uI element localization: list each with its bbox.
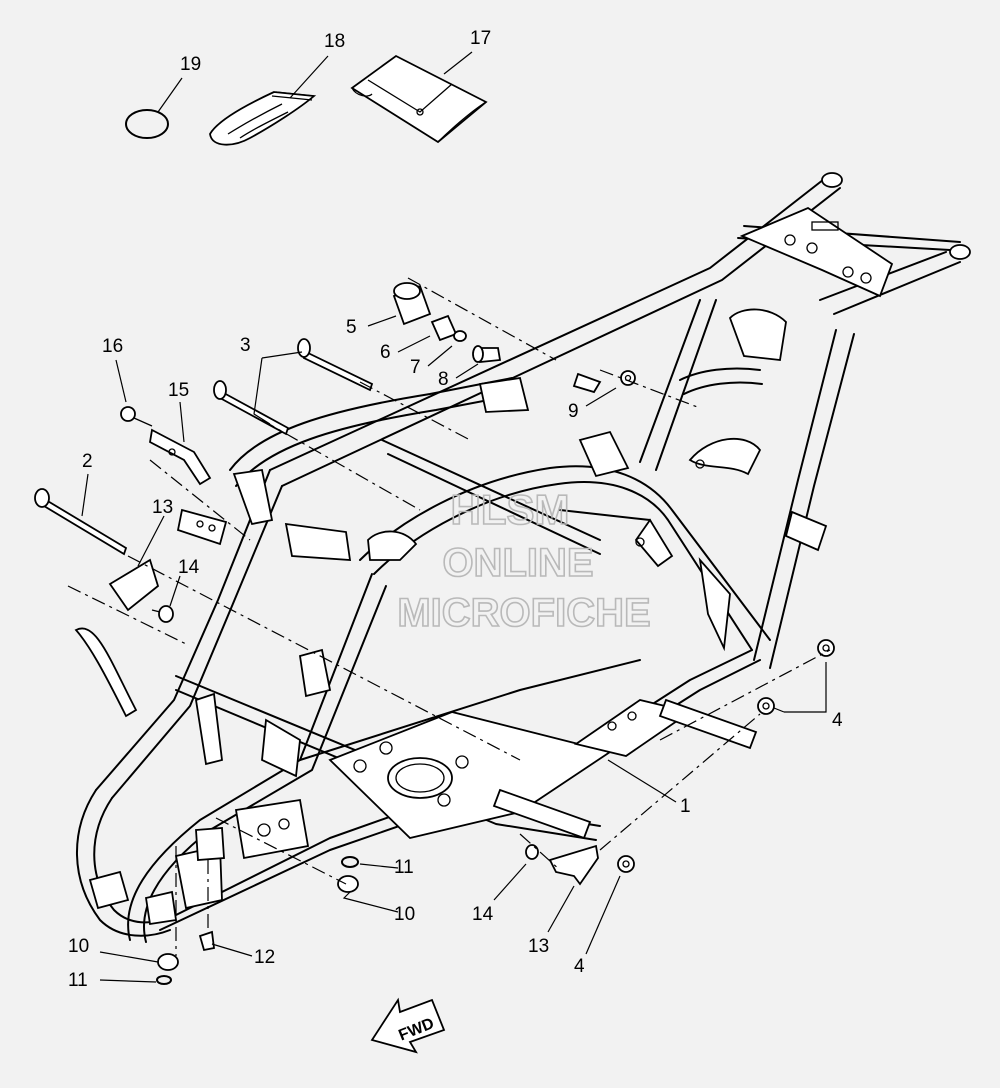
callout-14: 14 (472, 904, 494, 925)
bolt-2 (34, 488, 128, 556)
callout-18: 18 (324, 31, 345, 52)
leaders (81, 51, 827, 983)
bracket-13-left (108, 558, 160, 612)
nipple-12 (198, 930, 215, 952)
collar-6 (430, 314, 458, 342)
callout-3: 3 (240, 335, 251, 356)
callout-5: 5 (346, 317, 357, 338)
ring-11 (156, 856, 359, 985)
grip-sleeve-18 (209, 91, 317, 146)
callouts: 19 18 17 16 15 3 5 6 7 8 9 2 13 14 4 1 1… (68, 28, 843, 991)
callout-2: 2 (82, 451, 93, 472)
callout-17: 17 (470, 28, 491, 49)
callout-4: 4 (832, 710, 843, 731)
callout-15: 15 (168, 380, 189, 401)
callout-4: 4 (574, 956, 585, 977)
watermark-line-2: ONLINE (442, 541, 593, 585)
callout-10: 10 (394, 904, 415, 925)
callout-7: 7 (410, 357, 421, 378)
bolt-8 (472, 345, 502, 363)
callout-12: 12 (254, 947, 275, 968)
watermark-line-3: MICROFICHE (397, 591, 650, 635)
collar-5 (392, 282, 432, 326)
bracket-13-right (548, 844, 599, 886)
bolt-14-right (525, 844, 539, 860)
bolt-14-left (151, 605, 174, 623)
callout-9: 9 (568, 401, 579, 422)
assembly-lines (67, 277, 831, 956)
callout-6: 6 (380, 342, 391, 363)
frame-1 (74, 172, 971, 943)
callout-14: 14 (178, 557, 200, 578)
damper-10 (157, 875, 359, 971)
callout-10: 10 (68, 936, 89, 957)
tool-bag-17 (350, 54, 488, 144)
bolt-16 (120, 406, 153, 427)
nut-4 (617, 639, 835, 873)
callout-11: 11 (68, 970, 88, 991)
o-ring-19 (125, 109, 169, 139)
bracket-15 (149, 428, 212, 486)
callout-13: 13 (528, 936, 549, 957)
washer-7 (453, 330, 467, 342)
callout-1: 1 (680, 796, 691, 817)
watermark: HLSM ONLINE MICROFICHE (397, 485, 652, 636)
callout-8: 8 (438, 369, 449, 390)
fwd-arrow-icon: FWD (370, 997, 446, 1054)
callout-16: 16 (102, 336, 123, 357)
callout-11: 11 (394, 857, 414, 878)
callout-13: 13 (152, 497, 173, 518)
watermark-line-1: HLSM (451, 486, 570, 533)
callout-19: 19 (180, 54, 201, 75)
